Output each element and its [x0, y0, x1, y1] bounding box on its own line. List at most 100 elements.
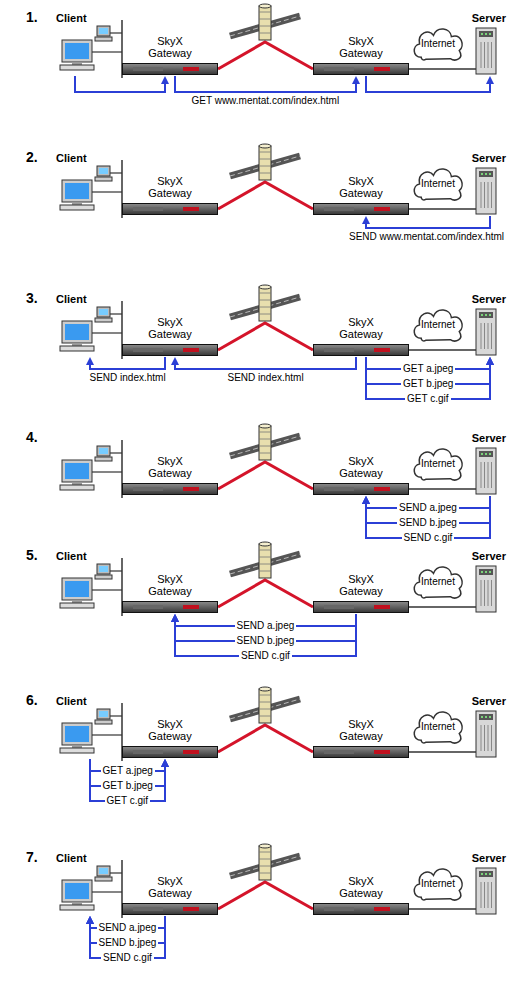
satellite-body — [259, 689, 271, 723]
solar-panel — [230, 699, 300, 719]
solar-panel — [230, 16, 300, 36]
gateway-device — [122, 746, 218, 758]
server-slit — [484, 323, 485, 349]
server-slit — [481, 42, 482, 68]
server-panel — [479, 714, 493, 720]
solar-panel — [230, 297, 300, 317]
satellite-band — [259, 12, 271, 13]
server-slit — [484, 725, 485, 751]
client-node: Client — [52, 293, 122, 356]
gateway-device — [313, 203, 409, 215]
cloud-label: Internet — [421, 178, 455, 190]
lan-wire — [92, 191, 122, 192]
gateway-device-mark — [374, 750, 390, 754]
solar-panel-grid — [230, 156, 300, 176]
edge-label: GET c.gif — [105, 795, 151, 807]
arrow-head — [362, 496, 370, 504]
gateway-device — [313, 344, 409, 356]
server-slit — [491, 882, 492, 908]
server-tower — [476, 868, 496, 914]
edge-label: SEND a.jpeg — [97, 922, 159, 934]
gateway-node: SkyX Gateway — [313, 875, 409, 915]
satellite-top — [259, 4, 271, 8]
server-slit — [484, 882, 485, 908]
edge-label: GET b.jpeg — [101, 780, 155, 792]
gateway-device-mark — [183, 348, 199, 352]
satellite-link — [218, 42, 313, 69]
satellite-band — [259, 550, 271, 551]
cloud-shape — [414, 29, 462, 60]
gateway-device — [122, 483, 218, 495]
gateway-device-port — [133, 750, 163, 754]
gateway-label: SkyX Gateway — [331, 573, 391, 597]
gateway-device-port — [133, 487, 163, 491]
connector-line — [366, 76, 490, 92]
solar-panel — [230, 856, 300, 876]
gateway-device — [122, 903, 218, 915]
arrow-head — [86, 916, 94, 924]
computer-base — [95, 575, 112, 579]
solar-panel-grid — [230, 856, 300, 876]
server-slit — [488, 323, 489, 349]
connector-arrow — [171, 357, 356, 369]
lan-wire — [110, 872, 122, 873]
server-slit — [491, 323, 492, 349]
arrow-head — [486, 76, 494, 84]
server-slit — [484, 580, 485, 606]
server-led — [481, 571, 483, 573]
host-label: Client — [52, 12, 122, 25]
server-led — [485, 453, 487, 455]
satellite-band — [259, 557, 271, 558]
server-led — [489, 716, 491, 718]
internet-cloud: Internet — [410, 562, 466, 602]
arrow-head — [171, 614, 179, 622]
server-slit — [481, 580, 482, 606]
gateway-device-port — [133, 348, 163, 352]
host-label: Client — [52, 695, 122, 708]
solar-panel-grid — [230, 16, 300, 36]
connector-arrow — [75, 76, 169, 92]
computer-monitor — [62, 180, 92, 202]
satellite-band — [259, 159, 271, 160]
server-slit — [484, 42, 485, 68]
satellite-body — [259, 6, 271, 40]
host-label: Client — [52, 293, 122, 306]
gateway-node: SkyX Gateway — [313, 35, 409, 75]
server-panel — [479, 569, 493, 575]
arrow-head — [86, 357, 94, 365]
computer-keyboard — [60, 346, 94, 351]
lan-wire — [110, 715, 122, 716]
edge-label: SEND c.gif — [101, 952, 154, 964]
lan-wire — [92, 51, 122, 52]
server-led — [481, 314, 483, 316]
computer-keyboard — [60, 65, 94, 70]
computer-monitor — [62, 723, 92, 745]
edge-label: GET a.jpeg — [401, 363, 455, 375]
satellite-body — [259, 426, 271, 460]
gateway-label: SkyX Gateway — [331, 35, 391, 59]
gateway-device-port — [324, 207, 354, 211]
gateway-device-port — [324, 487, 354, 491]
computer-monitor — [97, 709, 110, 719]
server-node: Server — [468, 152, 506, 215]
edge-label: SEND a.jpeg — [397, 502, 459, 514]
satellite-band — [259, 695, 271, 696]
server-node: Server — [468, 550, 506, 613]
step-number: 3. — [26, 290, 38, 306]
server-node: Server — [468, 432, 506, 495]
gateway-node: SkyX Gateway — [122, 455, 218, 495]
gateway-device-mark — [183, 487, 199, 491]
satellite-link — [218, 725, 313, 752]
computer-monitor — [97, 307, 110, 317]
computer-monitor — [62, 321, 92, 343]
server-led — [485, 173, 487, 175]
satellite-band — [259, 26, 271, 27]
gateway-label: SkyX Gateway — [331, 718, 391, 742]
server-slit — [481, 882, 482, 908]
computer-keyboard — [60, 748, 94, 753]
gateway-node: SkyX Gateway — [122, 573, 218, 613]
server-led — [489, 314, 491, 316]
arrow-head — [86, 916, 94, 924]
satellite-top — [259, 542, 271, 546]
cloud-shape — [414, 169, 462, 200]
